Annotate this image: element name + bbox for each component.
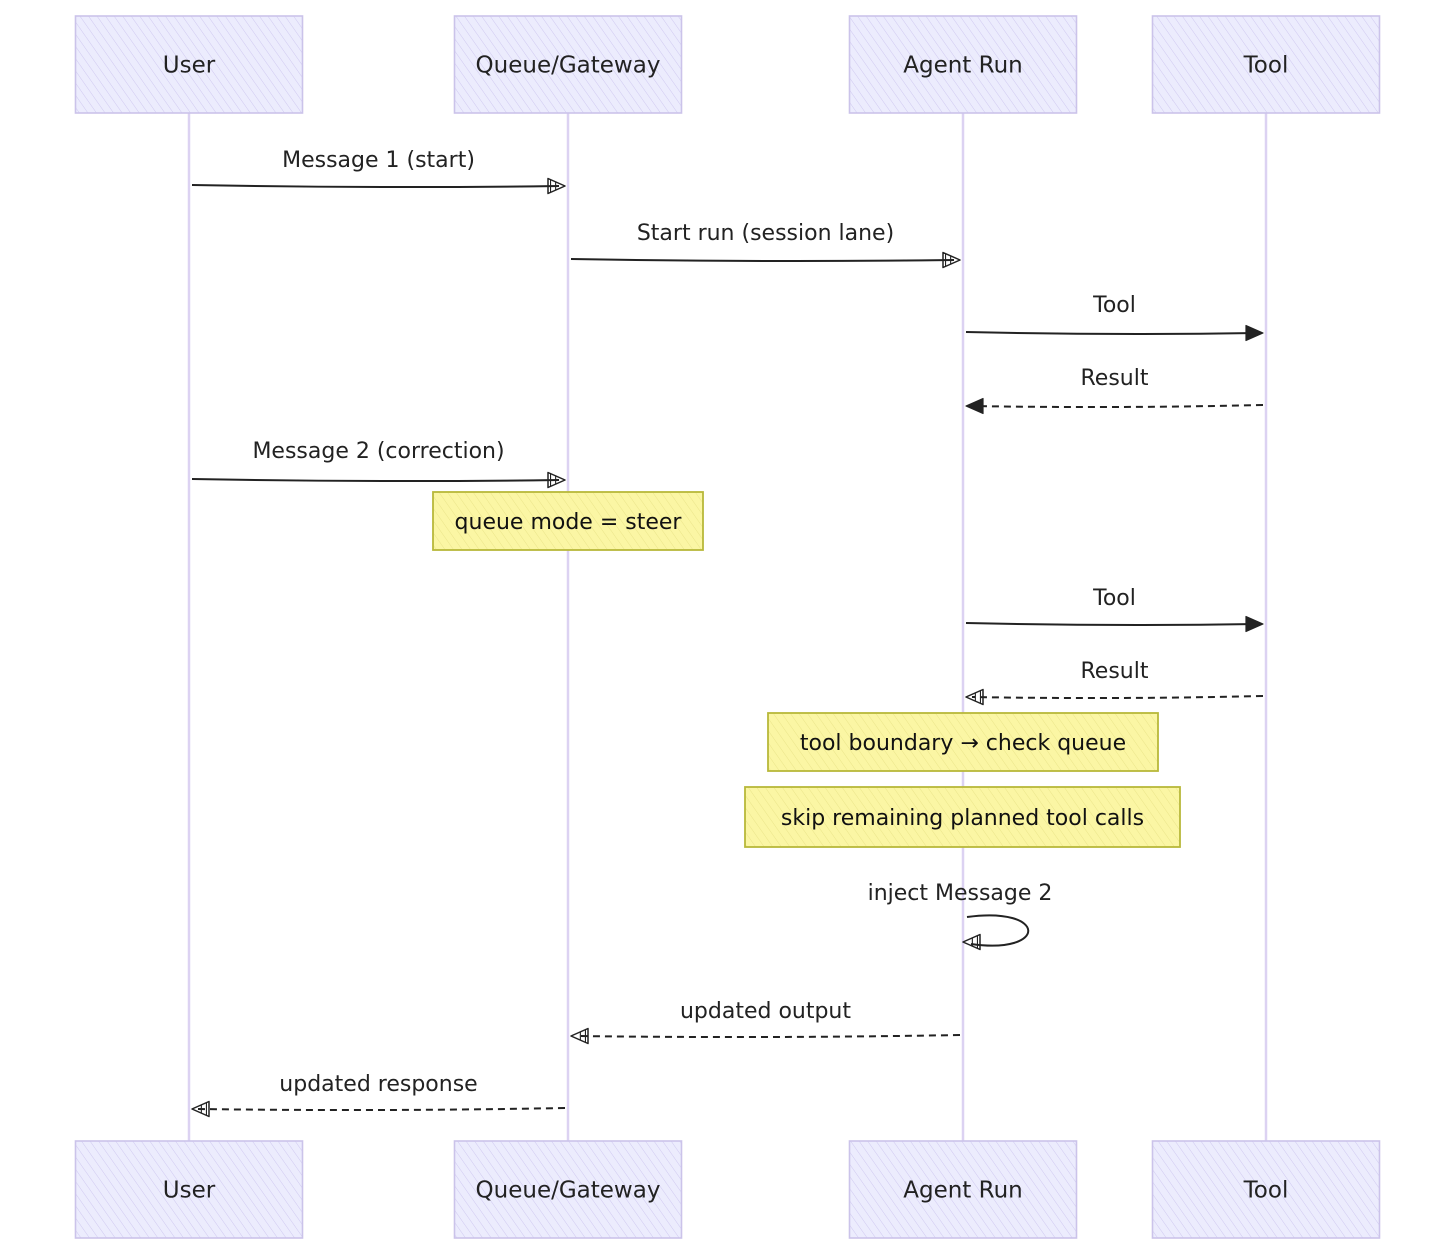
participant-box (848, 15, 1078, 114)
message-line-dashed (197, 1107, 566, 1112)
note-label: tool boundary → check queue (800, 731, 1126, 756)
note-box (744, 786, 1181, 848)
message-line (965, 622, 1258, 627)
arrowhead-filled (965, 397, 984, 415)
message-3: Tool (965, 293, 1264, 342)
message-line-dashed (971, 695, 1264, 700)
participant-box (453, 15, 683, 114)
message-10: updated response (191, 1072, 566, 1118)
message-line-dashed (971, 404, 1264, 409)
participant-agent-bottom: Agent Run (848, 1140, 1078, 1239)
participant-box (848, 1140, 1078, 1239)
message-line (191, 478, 560, 483)
message-8: inject Message 2 (868, 881, 1053, 951)
participant-label: Queue/Gateway (476, 1178, 661, 1204)
message-6: Tool (965, 586, 1264, 633)
participant-label: Agent Run (903, 1178, 1023, 1204)
arrowhead-hatch (974, 690, 981, 704)
participant-agent-top: Agent Run (848, 15, 1078, 114)
participant-queue-bottom: Queue/Gateway (453, 1140, 683, 1239)
message-line (191, 184, 560, 189)
participant-label: Queue/Gateway (476, 53, 661, 79)
message-label: updated response (279, 1072, 477, 1097)
message-5: Message 2 (correction) (191, 439, 566, 489)
participant-box (1151, 1140, 1381, 1239)
note-label: queue mode = steer (455, 510, 683, 535)
arrowhead-filled (1245, 324, 1264, 342)
arrowhead-hatch (200, 1102, 207, 1116)
participant-user-bottom: User (74, 1140, 304, 1239)
participants-bottom: User Queue/Gateway Agent Run Tool (74, 1140, 1381, 1239)
arrowhead-open (942, 251, 961, 269)
note-label: skip remaining planned tool calls (781, 806, 1144, 831)
message-line-dashed (576, 1034, 961, 1039)
message-label: Result (1081, 659, 1149, 684)
note-box (432, 491, 704, 551)
message-label: Tool (1092, 586, 1136, 611)
note-1: queue mode = steer (432, 491, 704, 551)
message-line (965, 331, 1258, 336)
message-1: Message 1 (start) (191, 148, 566, 195)
messages: Message 1 (start) Start run (session lane… (191, 148, 1264, 1118)
message-2: Start run (session lane) (570, 221, 961, 269)
message-label: Tool (1092, 293, 1136, 318)
notes: queue mode = steer tool boundary → check … (432, 491, 1181, 848)
message-label: Start run (session lane) (637, 221, 894, 246)
message-9: updated output (570, 999, 961, 1045)
participant-box (74, 15, 304, 114)
participant-label: Agent Run (903, 53, 1023, 79)
message-4: Result (965, 366, 1264, 415)
arrowhead-hatch (579, 1029, 586, 1043)
participant-label: User (163, 53, 216, 79)
arrowhead-filled (1245, 615, 1264, 633)
participants-top: User Queue/Gateway Agent Run Tool (74, 15, 1381, 114)
arrowhead-open (962, 933, 981, 951)
arrowhead-hatch (945, 253, 952, 267)
participant-label: Tool (1243, 53, 1289, 79)
arrowhead-open (547, 177, 566, 195)
message-label: Message 1 (start) (282, 148, 475, 173)
participant-queue-top: Queue/Gateway (453, 15, 683, 114)
arrowhead-open (965, 688, 984, 706)
participant-user-top: User (74, 15, 304, 114)
participant-label: User (163, 1178, 216, 1204)
participant-tool-top: Tool (1151, 15, 1381, 114)
arrowhead-open (570, 1027, 589, 1045)
note-2: tool boundary → check queue (767, 712, 1159, 772)
arrowhead-open (191, 1100, 210, 1118)
participant-box (1151, 15, 1381, 114)
arrowhead-open (547, 471, 566, 489)
lifelines (187, 113, 1268, 1141)
participant-box (74, 1140, 304, 1239)
message-line (570, 258, 955, 263)
note-box (767, 712, 1159, 772)
arrowhead-hatch (550, 179, 557, 193)
arrowhead-hatch (971, 935, 978, 949)
participant-tool-bottom: Tool (1151, 1140, 1381, 1239)
participant-label: Tool (1243, 1178, 1289, 1204)
message-7: Result (965, 659, 1264, 706)
message-label: inject Message 2 (868, 881, 1053, 906)
note-3: skip remaining planned tool calls (744, 786, 1181, 848)
arrowhead-hatch (550, 473, 557, 487)
message-label: Result (1081, 366, 1149, 391)
message-self-loop (966, 914, 1030, 947)
message-label: updated output (680, 999, 851, 1024)
participant-box (453, 1140, 683, 1239)
message-label: Message 2 (correction) (252, 439, 504, 464)
